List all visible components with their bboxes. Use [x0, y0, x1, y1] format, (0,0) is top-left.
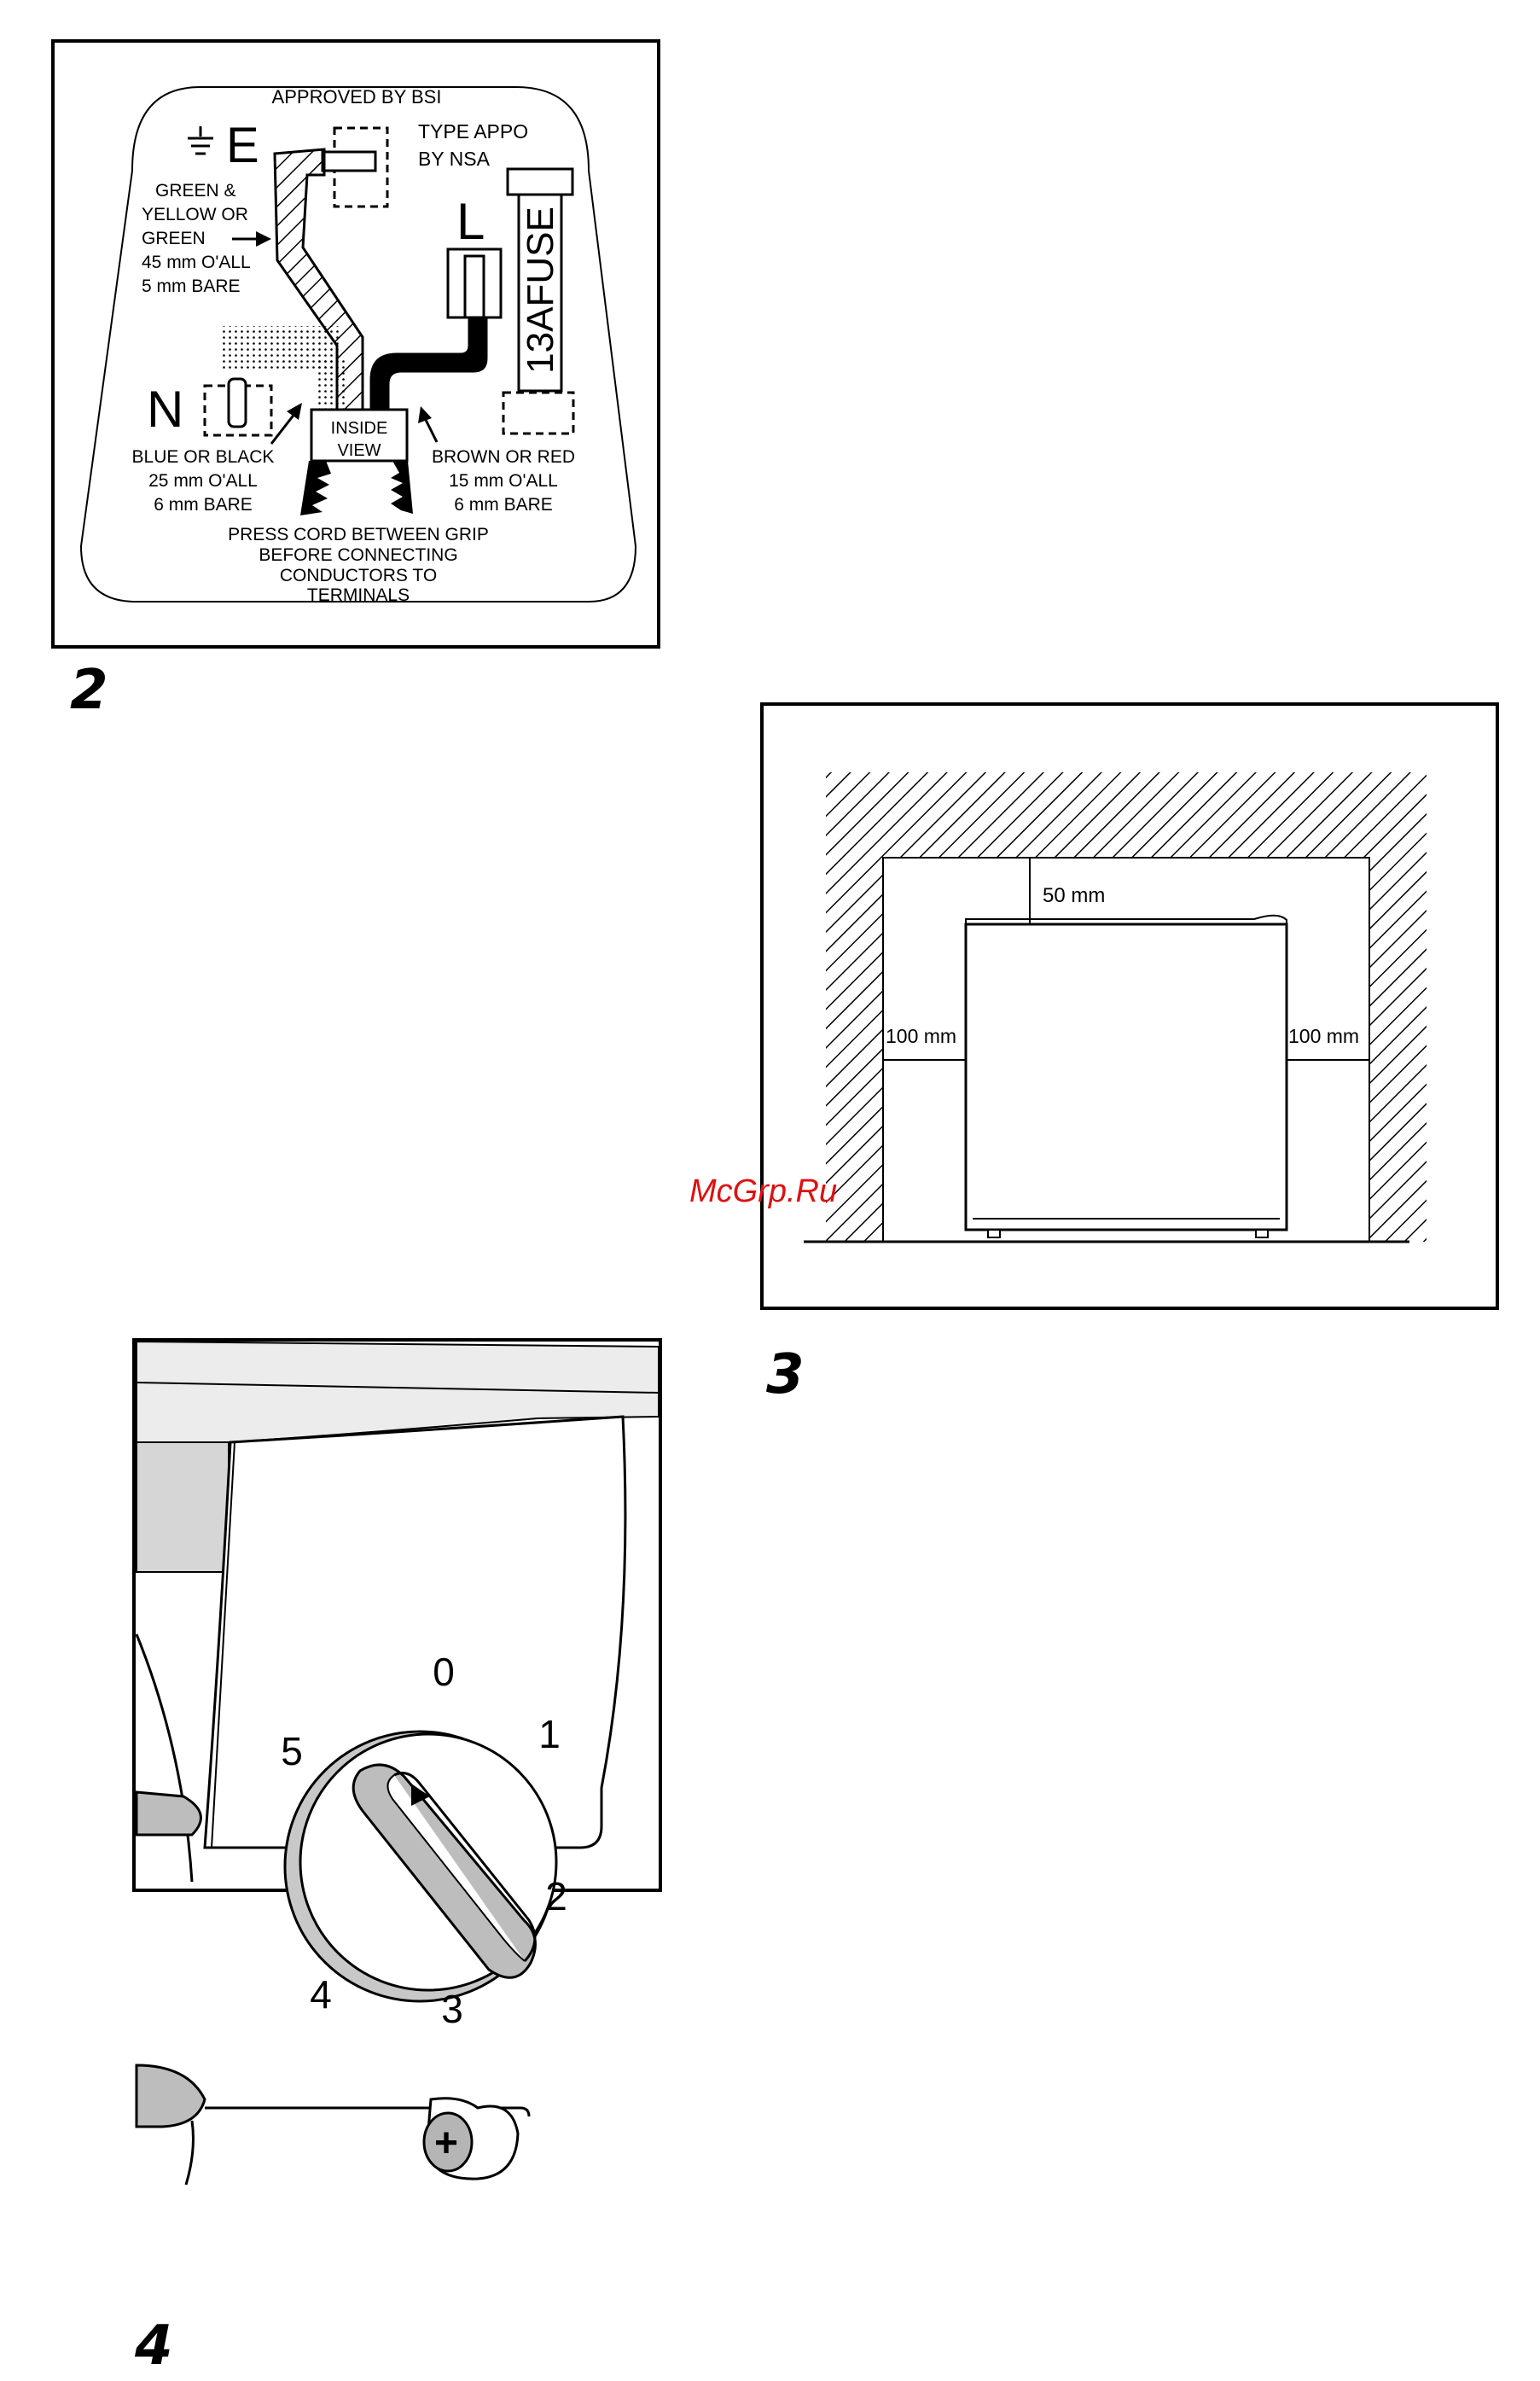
live-letter: L	[456, 193, 485, 250]
dial-mark-1: 1	[538, 1712, 561, 1756]
earth-wire-label-3: GREEN	[142, 229, 206, 248]
live-wire-label-3: 6 mm BARE	[454, 495, 553, 515]
earth-pin	[323, 152, 375, 171]
dial-mark-3: 3	[441, 1987, 463, 2031]
instruction-line-4: TERMINALS	[307, 585, 410, 605]
neutral-wire-label-2: 25 mm O'ALL	[148, 471, 258, 491]
right-gap-label: 100 mm	[1288, 1025, 1359, 1047]
type-label-2: BY NSA	[418, 148, 491, 170]
instruction-line-1: PRESS CORD BETWEEN GRIP	[228, 525, 489, 544]
approved-label: APPROVED BY BSI	[272, 86, 442, 108]
type-label-1: TYPE APPO	[418, 120, 528, 143]
dial-mark-5: 5	[281, 1729, 303, 1773]
top-gap-label: 50 mm	[1043, 884, 1105, 907]
figure-3-clearance: 50 mm 100 mm 100 mm 3	[762, 704, 1497, 1406]
earth-wire-label-1: GREEN &	[155, 181, 236, 201]
fuse-label: 13AFUSE	[520, 207, 561, 374]
neutral-wire-label-1: BLUE OR BLACK	[132, 447, 275, 467]
earth-wire-label-4: 45 mm O'ALL	[142, 253, 251, 272]
neutral-pin	[229, 379, 246, 427]
figure-2-plug-wiring: APPROVED BY BSI TYPE APPO BY NSA E GREEN…	[53, 41, 659, 722]
live-wire-label-2: 15 mm O'ALL	[449, 471, 558, 491]
earth-wire-label-5: 5 mm BARE	[142, 277, 241, 296]
earth-letter: E	[226, 118, 259, 173]
live-pin	[465, 256, 484, 317]
figure-4-thermostat: 0 1 2 3 4 5 + 4	[134, 1340, 660, 2378]
dial-mark-4: 4	[310, 1972, 332, 2017]
dial-mark-2: 2	[545, 1874, 567, 1918]
watermark: McGrp.Ru	[689, 1173, 837, 1209]
thermostat-dial	[282, 1732, 556, 2001]
earth-wire-label-2: YELLOW OR	[142, 205, 248, 224]
inside-view-label-1: INSIDE	[331, 419, 388, 438]
adjust-screw: +	[424, 2099, 518, 2179]
neutral-wire-label-3: 6 mm BARE	[154, 495, 253, 515]
left-gap-label: 100 mm	[886, 1025, 956, 1047]
plus-symbol-icon: +	[434, 2121, 458, 2166]
figure-3-number: 3	[766, 1343, 805, 1406]
figure-2-number: 2	[70, 659, 108, 722]
live-wire-label-1: BROWN OR RED	[432, 447, 575, 467]
foot-left	[137, 2065, 205, 2127]
inside-view-label-2: VIEW	[337, 441, 381, 460]
neutral-letter: N	[147, 381, 183, 438]
instruction-line-2: BEFORE CONNECTING	[259, 545, 457, 565]
figure-4-number: 4	[134, 2314, 173, 2378]
instruction-line-3: CONDUCTORS TO	[280, 566, 437, 585]
side-panel	[137, 1442, 229, 1572]
dial-mark-0: 0	[433, 1650, 455, 1694]
neutral-wire-dotted-down	[317, 358, 346, 410]
fridge	[966, 916, 1287, 1237]
